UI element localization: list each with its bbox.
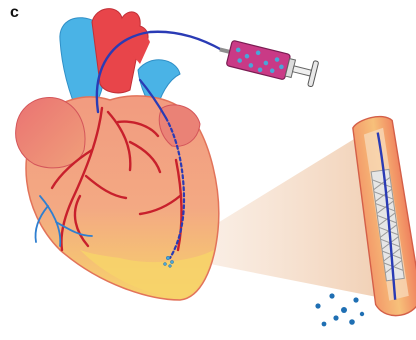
- syringe-icon: [216, 38, 318, 87]
- released-cells-vessel: [315, 293, 364, 326]
- syringe-barrel: [226, 40, 291, 80]
- panel-label: c: [10, 4, 19, 22]
